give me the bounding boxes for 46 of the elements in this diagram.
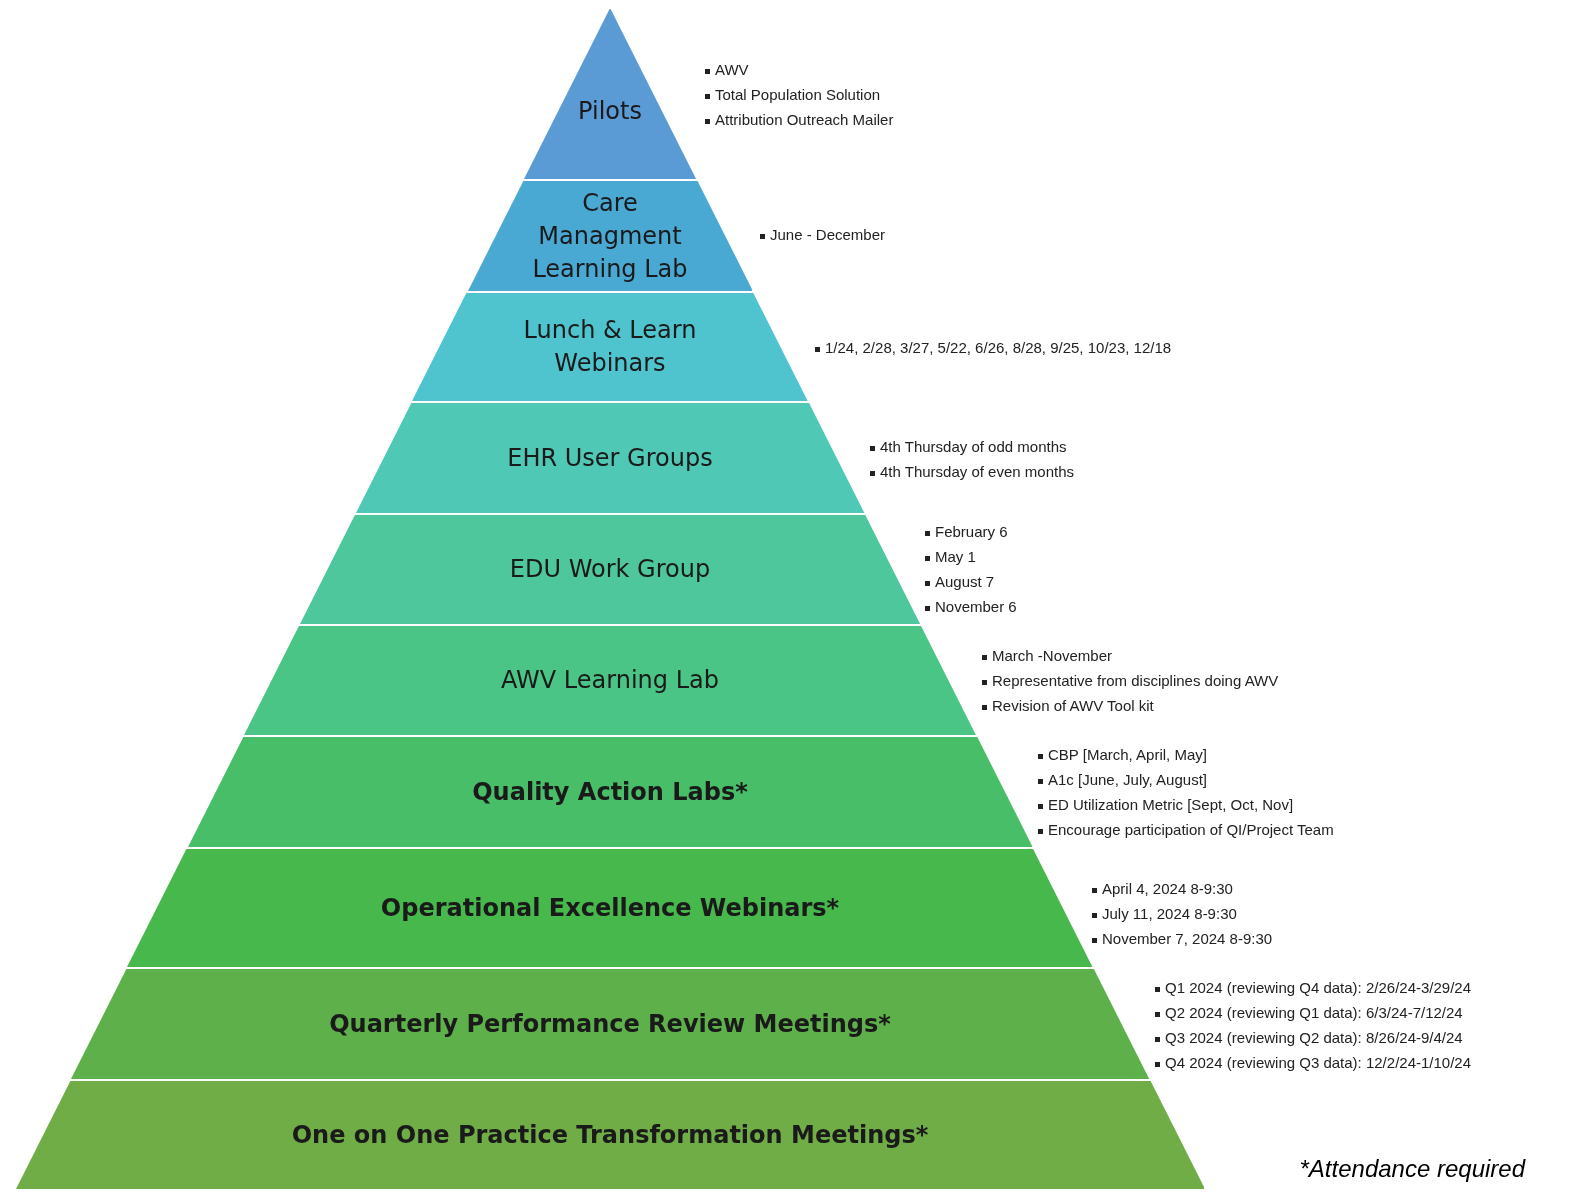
pyramid-band [187,737,1033,847]
bullet-text: July 11, 2024 8-9:30 [1102,905,1237,922]
bullet-text: A1c [June, July, August] [1048,771,1207,788]
bullet-text: Attribution Outreach Mailer [715,111,894,128]
pyramid-tip [523,9,697,179]
band-label: Quarterly Performance Review Meetings* [328,1008,892,1040]
bullet-text: November 7, 2024 8-9:30 [1102,930,1273,947]
bullet-text: March -November [992,647,1113,664]
bullet-text: May 1 [935,548,976,565]
band-label: EDU Work Group [508,554,712,585]
band-label: AWV Learning Lab [499,665,720,696]
pyramid-band [412,293,808,401]
bullet-text: Total Population Solution [715,86,881,103]
bullet-text: June - December [770,226,886,243]
pyramid-band [244,626,976,735]
bullet-text: Representative from disciplines doing AWV [992,672,1279,689]
bullet-text: Encourage participation of QI/Project Team [1048,821,1334,838]
pyramid-band [127,849,1093,967]
footnote: *Attendance required [1299,1155,1525,1183]
bullet-text: 1/24, 2/28, 3/27, 5/22, 6/26, 8/28, 9/25, 10/23, 12/18 [825,339,1172,356]
bullet-text: ED Utilization Metric [Sept, Oct, Nov] [1048,796,1294,813]
band-label: Care Managment Learning Lab [531,187,689,285]
bullet-text: Q2 2024 (reviewing Q1 data): 6/3/24-7/12/24 [1165,1004,1463,1021]
band-label: Pilots [577,95,643,127]
pyramid-band [355,403,865,513]
band-label: Quality Action Labs* [471,776,749,808]
pyramid-band [70,969,1150,1079]
bullet-text: Q4 2024 (reviewing Q3 data): 12/2/24-1/10/24 [1165,1054,1472,1071]
pyramid-band [467,181,753,291]
pyramid-band [299,515,921,624]
bullet-text: Q3 2024 (reviewing Q2 data): 8/26/24-9/4/24 [1165,1029,1463,1046]
bullet-text: AWV [715,61,749,78]
bullet-text: April 4, 2024 8-9:30 [1102,880,1233,897]
band-label: EHR User Groups [506,442,714,474]
bullet-text: CBP [March, April, May] [1048,746,1207,763]
band-label: Operational Excellence Webinars* [379,892,841,924]
bullet-text: 4th Thursday of even months [880,463,1074,480]
pyramid-band [15,1081,1205,1189]
bullet-text: 4th Thursday of odd months [880,438,1067,455]
band-label: Lunch & Learn Webinars [522,315,698,379]
bullet-text: Revision of AWV Tool kit [992,697,1154,714]
band-label: One on One Practice Transformation Meetings* [290,1119,930,1151]
bullet-text: November 6 [935,598,1017,615]
bullet-text: August 7 [935,573,995,590]
bullet-text: Q1 2024 (reviewing Q4 data): 2/26/24-3/29/24 [1165,979,1472,996]
bullet-text: February 6 [935,523,1008,540]
